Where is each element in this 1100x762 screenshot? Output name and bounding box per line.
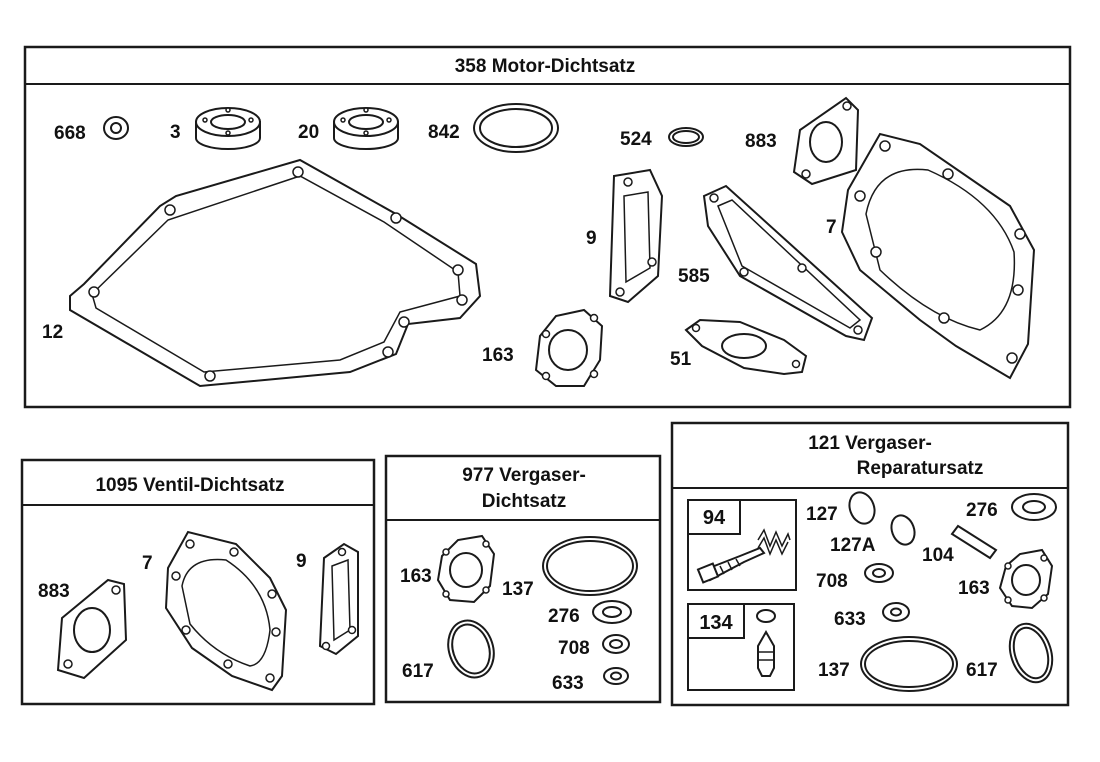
- ventil-title: 1095 Ventil-Dichtsatz: [95, 475, 284, 496]
- label-51: 51: [670, 349, 692, 370]
- subbox-94: 94: [687, 499, 797, 591]
- part-524-o-ring: [668, 127, 704, 147]
- label-633: 633: [552, 673, 584, 694]
- part-276-washer: [1011, 493, 1057, 521]
- label-708: 708: [816, 571, 848, 592]
- vergaser-dicht-title-1: 977 Vergaser-: [462, 465, 586, 486]
- label-668: 668: [54, 123, 86, 144]
- part-134-float-needle: [756, 609, 776, 677]
- panel-motor-dichtsatz: 358 Motor-Dichtsatz: [23, 45, 1072, 409]
- part-585-breather-gasket: [702, 184, 874, 342]
- panel-ventil-dichtsatz: 1095 Ventil-Dichtsatz 883 7 9: [20, 458, 376, 706]
- part-883-flange-gasket: [792, 96, 860, 186]
- label-7: 7: [142, 553, 153, 574]
- label-585: 585: [678, 266, 710, 287]
- part-12-crankcase-gasket: [69, 158, 482, 388]
- part-51-exhaust-gasket: [684, 318, 808, 376]
- part-9-valve-cover-gasket: [608, 168, 664, 304]
- part-163-carb-gasket: [534, 308, 604, 387]
- vergaser-rep-title-1: 121 Vergaser-: [808, 433, 932, 454]
- label-137: 137: [502, 579, 534, 600]
- label-276: 276: [548, 606, 580, 627]
- label-9: 9: [586, 228, 597, 249]
- label-137: 137: [818, 660, 850, 681]
- label-524: 524: [620, 129, 652, 150]
- label-883: 883: [38, 581, 70, 602]
- label-134: 134: [699, 612, 733, 634]
- part-94-spring: [757, 528, 791, 557]
- part-163-carb-gasket: [436, 534, 496, 604]
- label-7: 7: [826, 217, 837, 238]
- part-127-cup-plug: [848, 491, 876, 525]
- label-12: 12: [42, 322, 63, 343]
- part-104-pin: [950, 524, 998, 560]
- vergaser-rep-title-2: Reparatursatz: [857, 458, 984, 479]
- subbox-134: 134: [687, 603, 795, 691]
- part-617-o-ring: [447, 619, 495, 679]
- part-633-washer: [882, 602, 910, 622]
- label-617: 617: [966, 660, 998, 681]
- part-9-valve-cover-gasket: [318, 542, 359, 656]
- part-633-washer: [603, 667, 629, 685]
- label-842: 842: [428, 122, 460, 143]
- label-9: 9: [296, 551, 307, 572]
- label-20: 20: [298, 122, 319, 143]
- part-883-flange-gasket: [56, 578, 128, 680]
- part-20-oil-seal: [333, 107, 399, 150]
- part-617-o-ring: [1008, 622, 1054, 684]
- part-137-o-ring: [860, 636, 958, 692]
- label-127: 127: [806, 504, 838, 525]
- label-163: 163: [400, 566, 432, 587]
- panel-vergaser-reparatursatz: 121 Vergaser- Reparatursatz 94 134: [670, 421, 1070, 707]
- part-276-washer: [592, 600, 632, 624]
- part-137-o-ring: [542, 536, 638, 596]
- label-883: 883: [745, 131, 777, 152]
- label-276: 276: [966, 500, 998, 521]
- label-104: 104: [922, 545, 954, 566]
- part-3-oil-seal: [195, 107, 261, 150]
- part-127a-plug: [890, 514, 916, 546]
- label-708: 708: [558, 638, 590, 659]
- part-94-mixture-screw: [696, 546, 766, 584]
- label-633: 633: [834, 609, 866, 630]
- vergaser-dicht-title-2: Dichtsatz: [482, 491, 566, 512]
- part-7-head-gasket: [840, 132, 1036, 380]
- part-708-washer: [602, 634, 630, 654]
- part-7-head-gasket: [164, 530, 288, 692]
- part-163-carb-gasket: [998, 548, 1054, 610]
- part-668-washer: [103, 116, 129, 140]
- label-163: 163: [482, 345, 514, 366]
- label-163: 163: [958, 578, 990, 599]
- label-94: 94: [703, 507, 726, 529]
- part-842-o-ring: [473, 103, 559, 153]
- label-3: 3: [170, 122, 181, 143]
- panel-vergaser-dichtsatz: 977 Vergaser- Dichtsatz: [384, 454, 662, 704]
- label-127a: 127A: [830, 535, 876, 556]
- motor-title: 358 Motor-Dichtsatz: [455, 56, 636, 77]
- label-617: 617: [402, 661, 434, 682]
- part-708-washer: [864, 563, 894, 583]
